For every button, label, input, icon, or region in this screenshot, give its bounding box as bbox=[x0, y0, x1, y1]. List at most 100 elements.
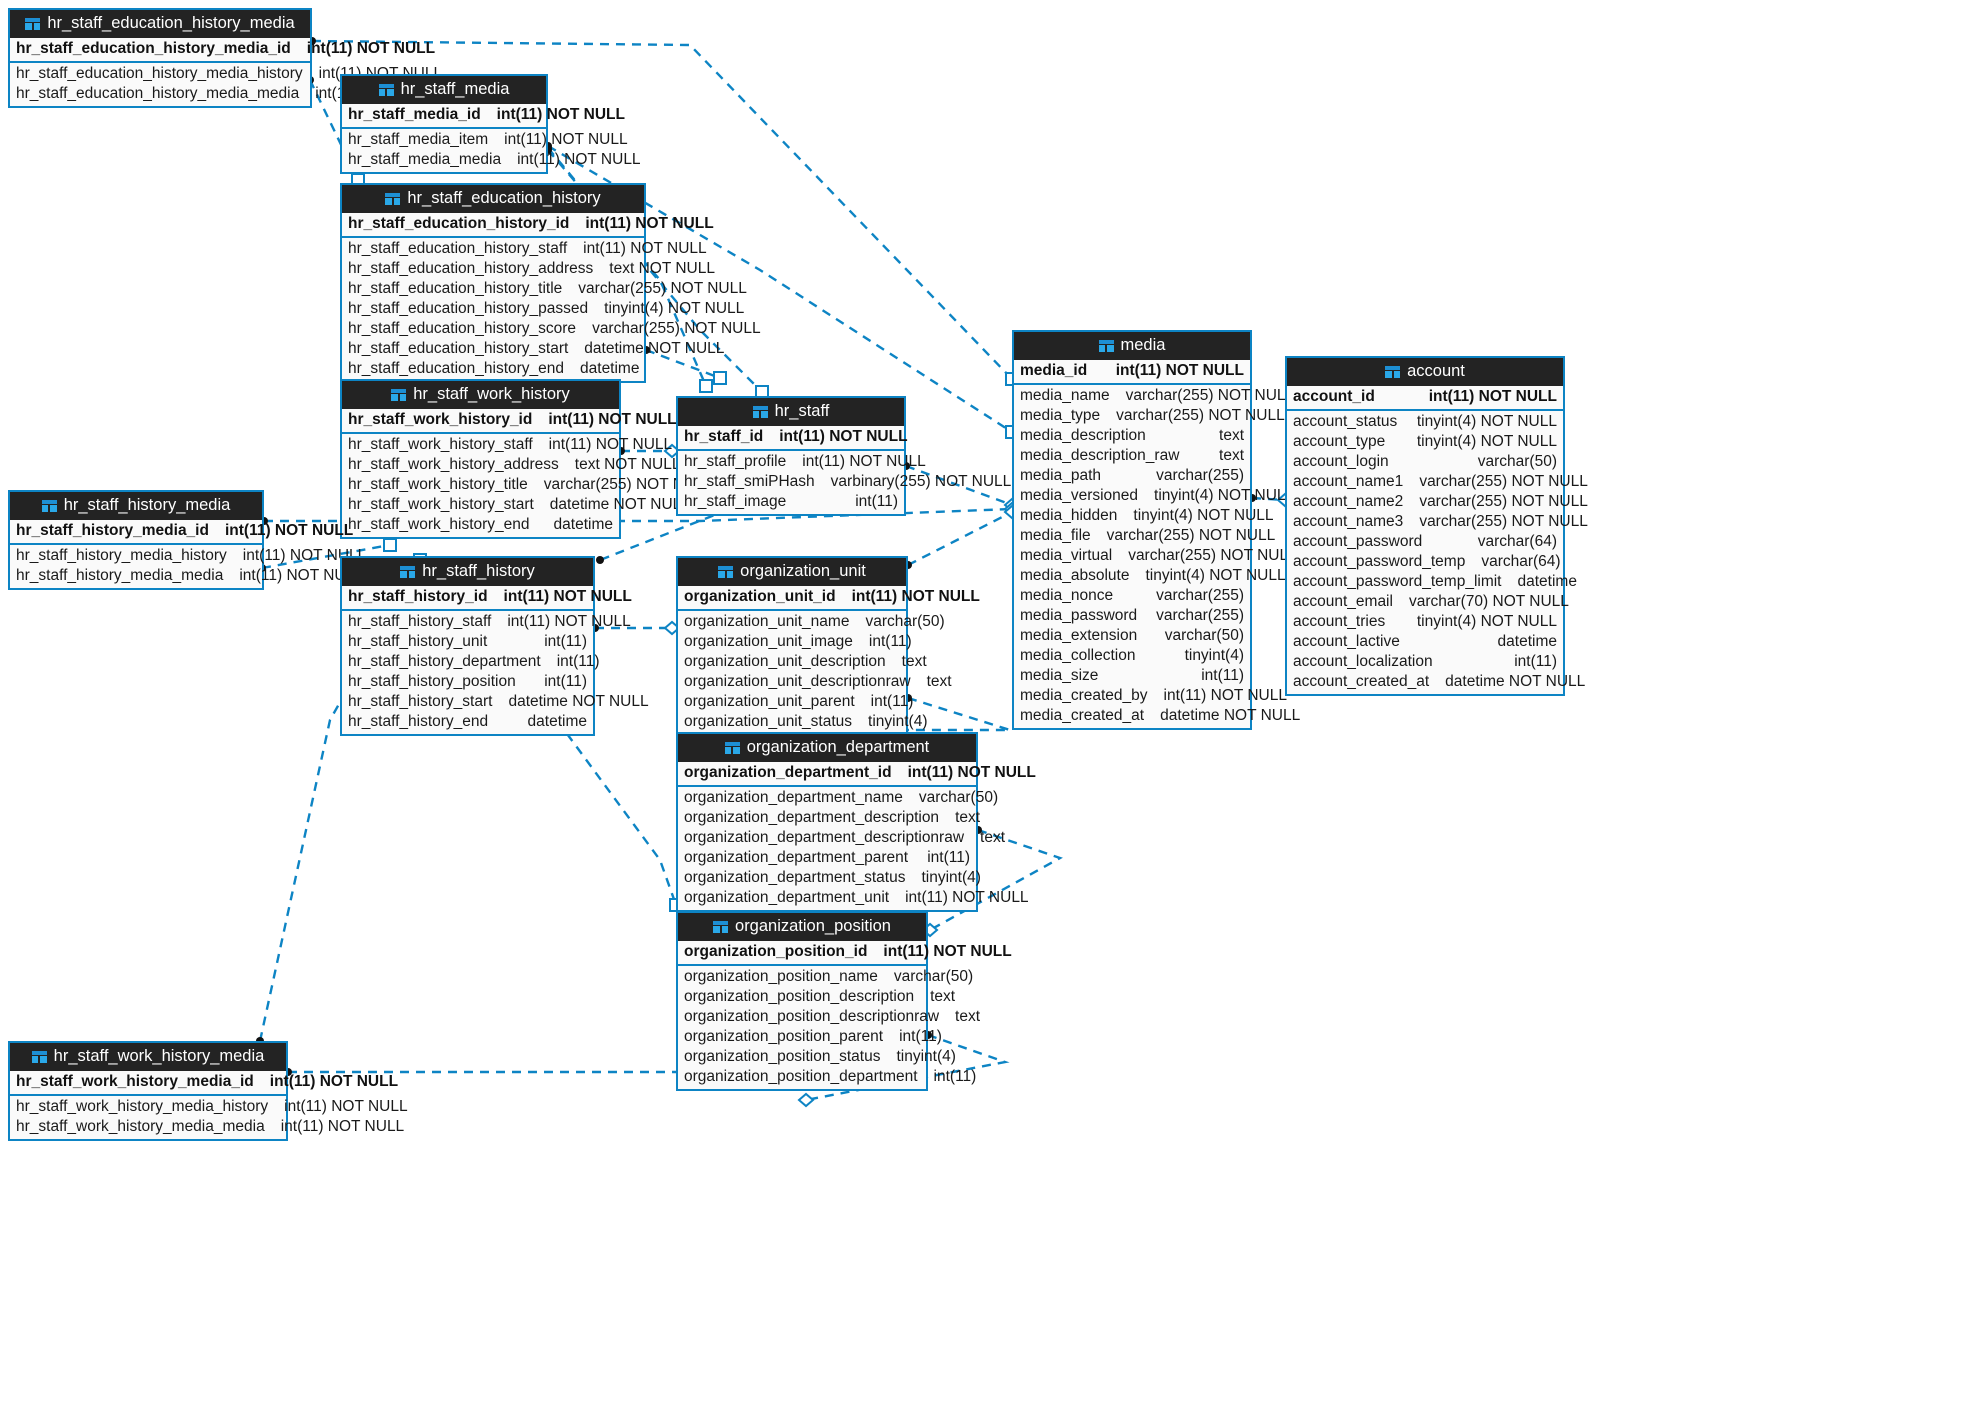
entity-header[interactable]: organization_position bbox=[678, 913, 926, 941]
entity-header[interactable]: hr_staff bbox=[678, 398, 904, 426]
field-row[interactable]: hr_staff_education_history_media_history… bbox=[10, 64, 442, 84]
entity-header[interactable]: hr_staff_education_history bbox=[342, 185, 644, 213]
relation-hr-staff-history-to-org-dept[interactable] bbox=[547, 707, 678, 906]
entity-header[interactable]: media bbox=[1014, 332, 1250, 360]
entity-header[interactable]: hr_staff_work_history bbox=[342, 381, 619, 409]
entity-header[interactable]: account bbox=[1287, 358, 1563, 386]
entity-header[interactable]: hr_staff_work_history_media bbox=[10, 1043, 286, 1071]
entity-header[interactable]: hr_staff_education_history_media bbox=[10, 10, 310, 38]
entity-header[interactable]: organization_unit bbox=[678, 558, 906, 586]
entity-header[interactable]: hr_staff_history_media bbox=[10, 492, 262, 520]
entity-header[interactable]: hr_staff_history bbox=[342, 558, 593, 586]
